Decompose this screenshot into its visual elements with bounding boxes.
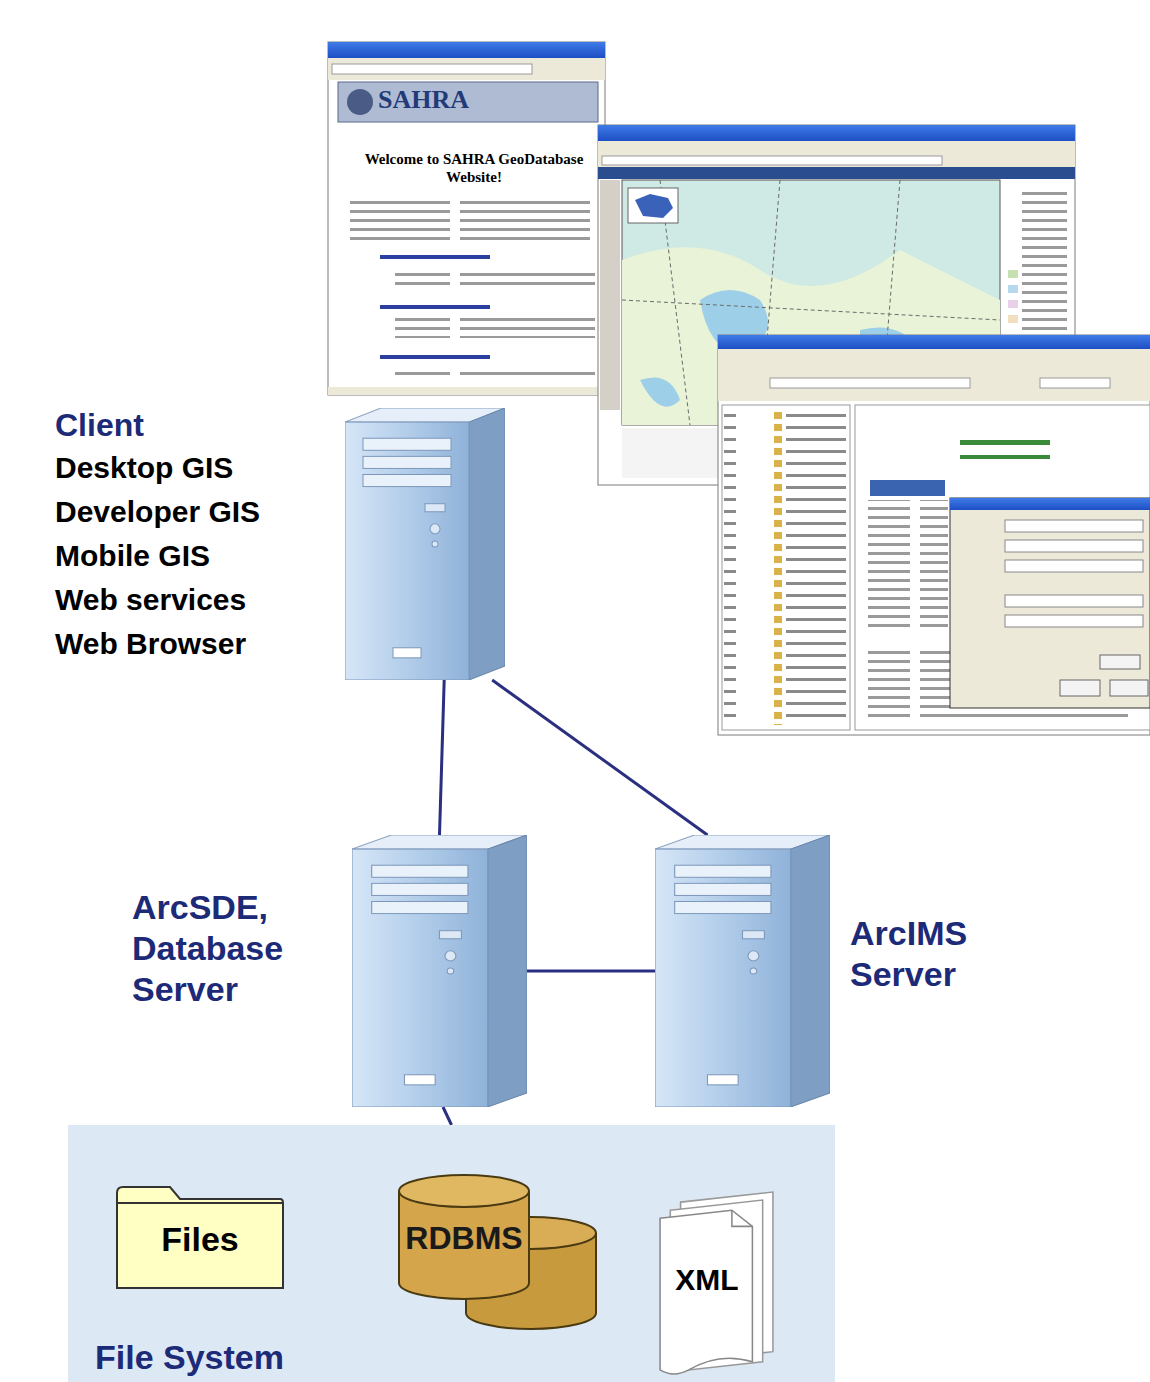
rdbms-cylinders: RDBMS (396, 1173, 601, 1333)
connector-line (443, 1107, 452, 1125)
ims-server-shape (655, 835, 830, 1107)
file-system-band: File System Files RDBMS XML (68, 1125, 835, 1382)
client-computer-shape (345, 408, 505, 680)
node-title: Client (55, 406, 335, 444)
logo-text: SAHRA (378, 84, 518, 115)
browser-window (328, 42, 605, 395)
node-title: File System (95, 1337, 395, 1378)
connector-line (527, 970, 655, 973)
node-text: Web Browser (55, 626, 335, 662)
node-title: ArcSDE, Database Server (132, 887, 332, 1009)
database-server-shape (352, 835, 527, 1107)
ims-server: ArcIMS Server (655, 835, 830, 1107)
node-text: Web services (55, 582, 335, 618)
catalog-window (718, 335, 1150, 735)
connector-line (440, 680, 445, 835)
node-text: Desktop GIS (55, 450, 335, 486)
xml-document: XML (658, 1190, 776, 1382)
node-title: Files (115, 1219, 285, 1260)
node-text: Developer GIS (55, 494, 335, 530)
page-heading: Welcome to SAHRA GeoDatabase Website! (352, 150, 596, 186)
files-folder: Files (115, 1185, 285, 1290)
node-title: ArcIMS Server (850, 913, 1020, 995)
database-server: ArcSDE, Database Server (352, 835, 527, 1107)
node-title: XML (662, 1262, 752, 1298)
node-text: Mobile GIS (55, 538, 335, 574)
connector-line (492, 680, 707, 835)
node-title: RDBMS (400, 1219, 528, 1257)
client-computer: ClientDesktop GISDeveloper GISMobile GIS… (345, 408, 505, 680)
